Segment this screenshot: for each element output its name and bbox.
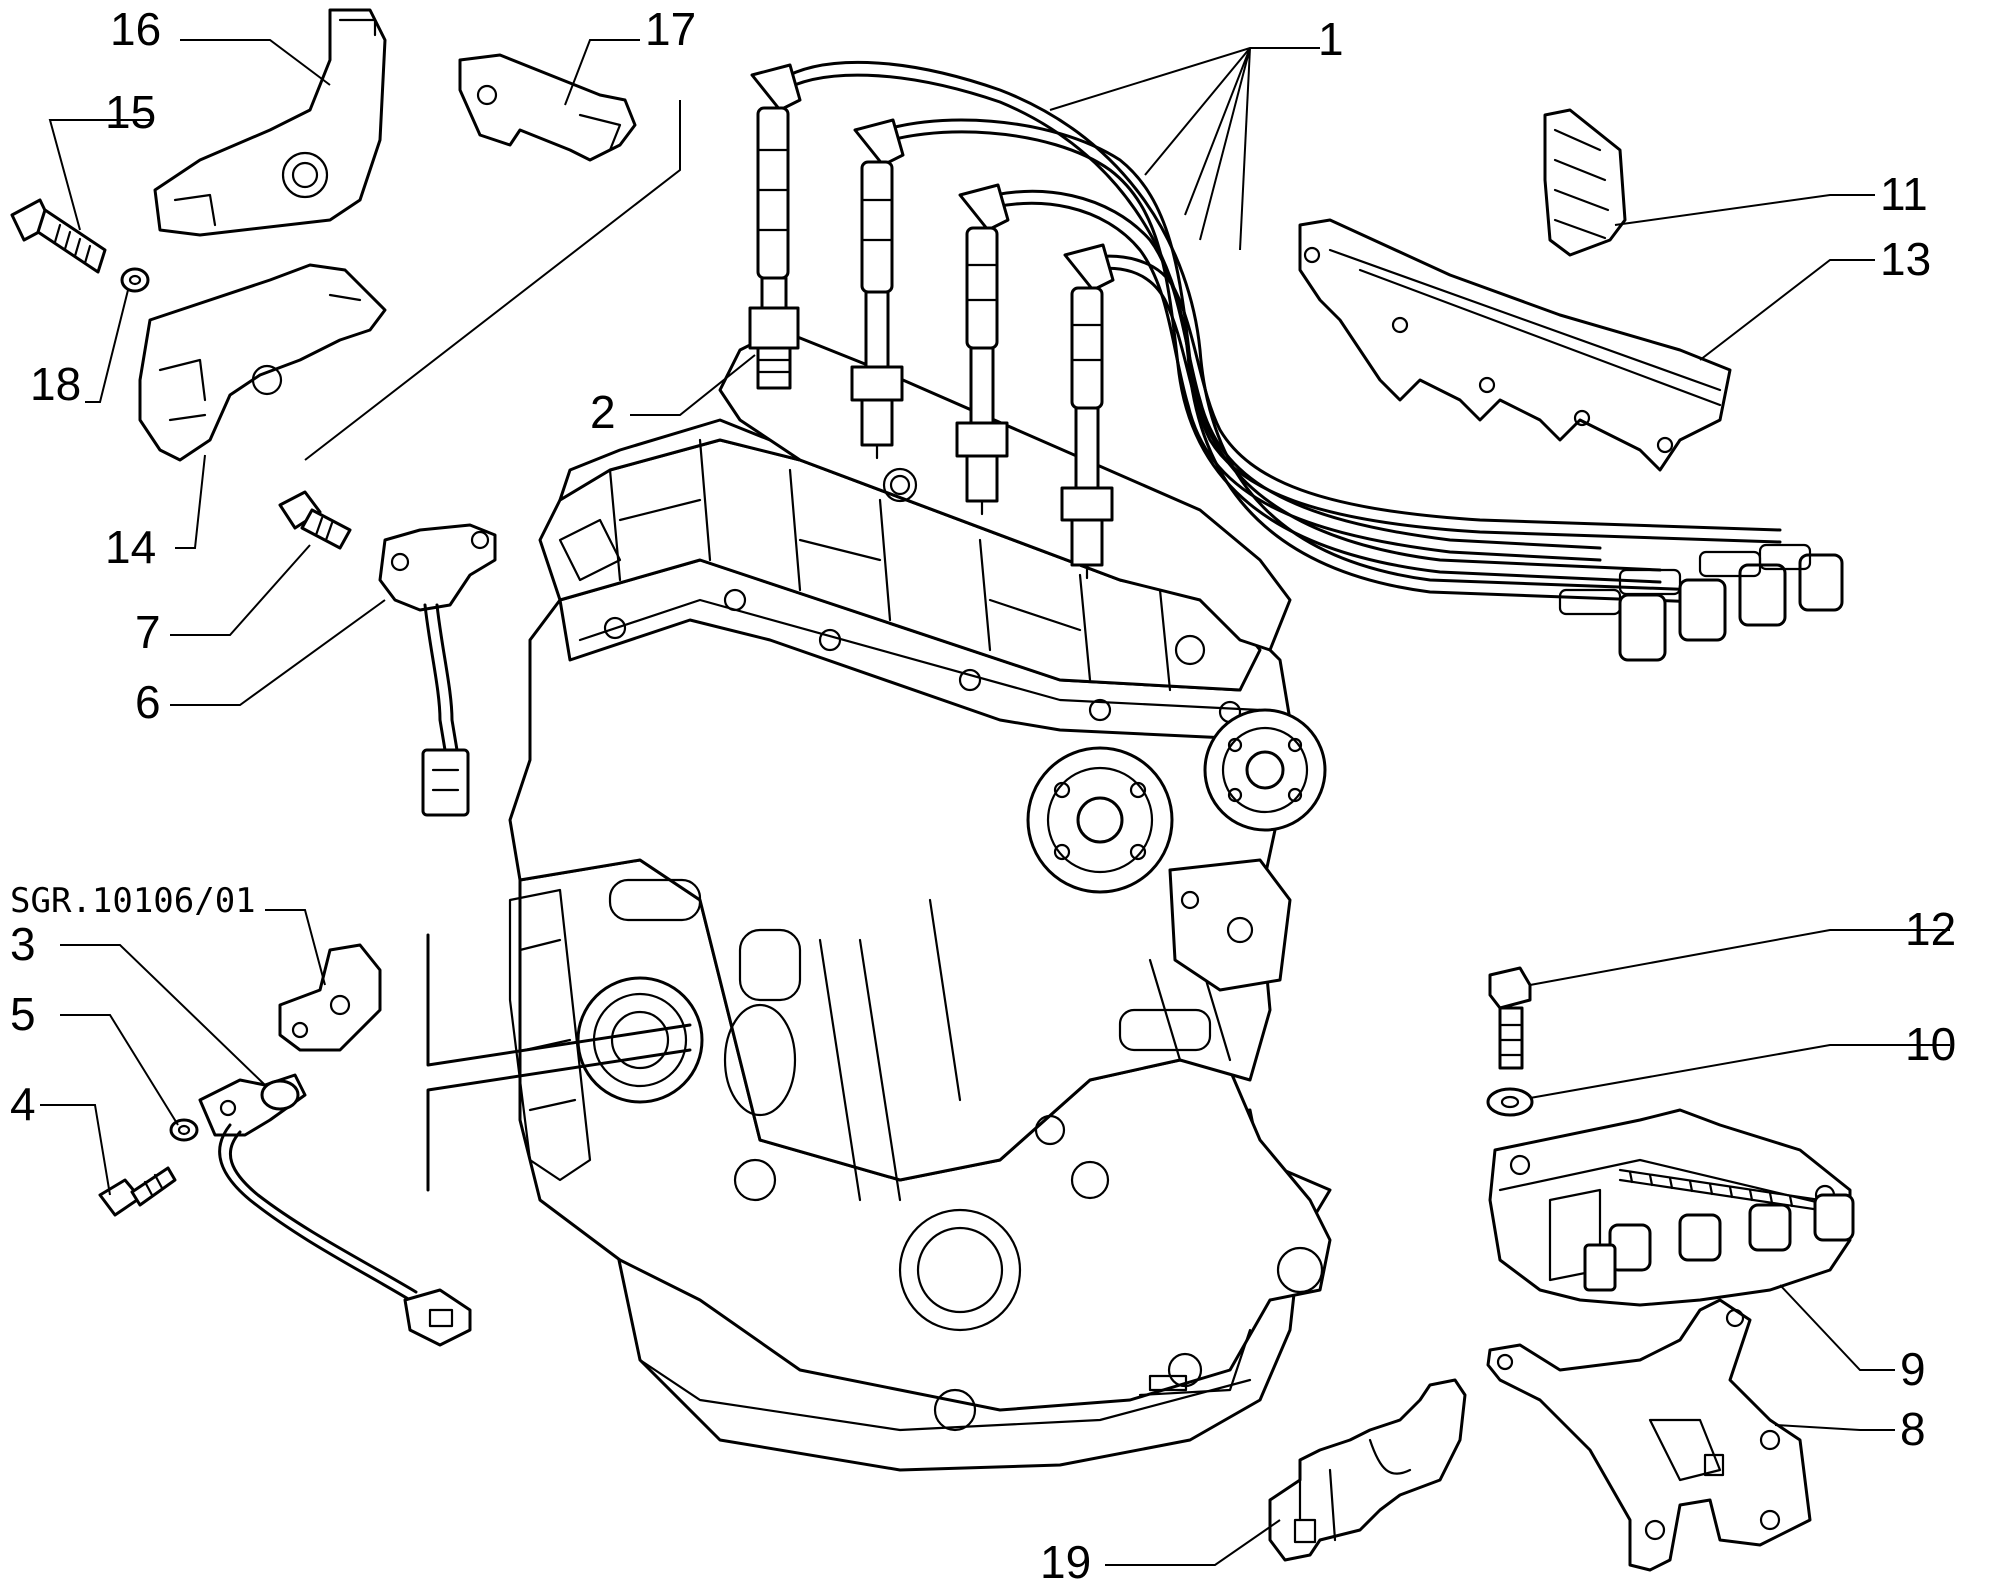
callout-14: 14	[105, 521, 156, 573]
washer-5	[169, 1118, 199, 1142]
bolt-7	[278, 490, 352, 550]
callout-18: 18	[30, 358, 81, 410]
callout-7: 7	[135, 606, 161, 658]
callout-3: 3	[10, 918, 36, 970]
callout-1: 1	[1318, 13, 1344, 65]
lead-clip	[1543, 108, 1627, 257]
spark-plugs	[748, 276, 1114, 580]
leader-lines	[40, 39, 1950, 1566]
washer-18	[120, 267, 150, 293]
spark-plug-leads	[750, 60, 1844, 662]
plug-boot-4	[1063, 243, 1115, 410]
spark-plug-2	[850, 290, 904, 460]
callout-10: 10	[1905, 1018, 1956, 1070]
cam-pulley-intake	[1203, 708, 1327, 832]
callout-labels: 1 2 3 4 5 6 7 8 9 10 11 12 13 14 15 16 1…	[10, 3, 1956, 1579]
callout-16: 16	[110, 3, 161, 55]
crank-sensor	[198, 1073, 472, 1347]
callout-12: 12	[1905, 903, 1956, 955]
sensor-6	[378, 523, 497, 817]
plug-boot-2	[853, 118, 905, 294]
callout-6: 6	[135, 676, 161, 728]
callout-4: 4	[10, 1078, 36, 1130]
cam-pulley-exhaust	[1026, 746, 1174, 894]
callout-8: 8	[1900, 1403, 1926, 1455]
reference-code: SGR.10106/01	[10, 881, 256, 921]
bracket-17	[458, 53, 637, 162]
bracket-14	[138, 263, 387, 462]
ignition-coil	[1488, 1108, 1855, 1307]
plug-boot-1	[750, 63, 802, 280]
callout-9: 9	[1900, 1343, 1926, 1395]
crank-sensor-bracket	[278, 943, 382, 1052]
callout-15: 15	[105, 86, 156, 138]
bracket-19	[1268, 1378, 1467, 1562]
spark-plug-3	[955, 346, 1009, 516]
callout-5: 5	[10, 988, 36, 1040]
plug-boot-3	[958, 183, 1010, 350]
crank-sensor-guide-lines	[426, 933, 692, 1192]
bolt-15	[10, 198, 107, 274]
bolt-12	[1488, 966, 1532, 1070]
spark-plug-4	[1060, 406, 1114, 580]
coil-bracket-8	[1486, 1298, 1812, 1572]
callout-11: 11	[1880, 168, 1928, 220]
bracket-16	[153, 8, 387, 237]
callout-19: 19	[1040, 1536, 1091, 1579]
callout-2: 2	[590, 386, 616, 438]
spark-plug-1	[748, 276, 800, 390]
callout-13: 13	[1880, 233, 1931, 285]
washer-10	[1486, 1087, 1534, 1117]
bolt-4	[98, 1166, 177, 1217]
callout-17: 17	[645, 3, 696, 55]
engine-block	[508, 328, 1332, 1472]
lead-support-bracket	[1298, 218, 1732, 472]
